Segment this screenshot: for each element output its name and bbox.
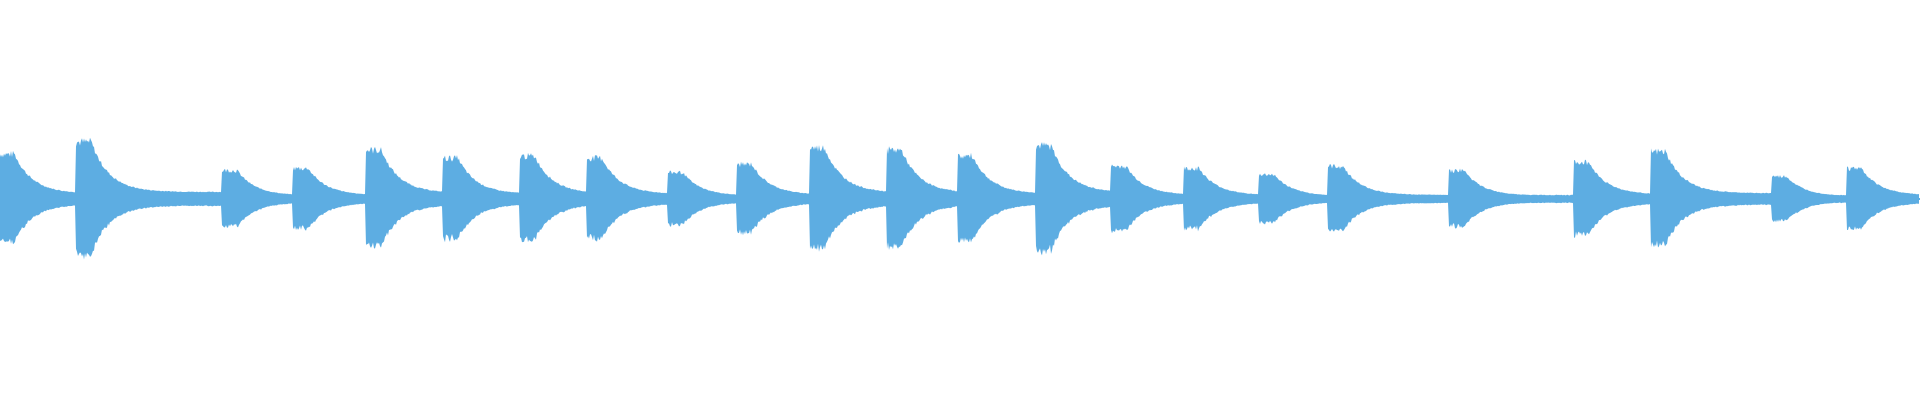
waveform-shape: [0, 137, 1920, 260]
